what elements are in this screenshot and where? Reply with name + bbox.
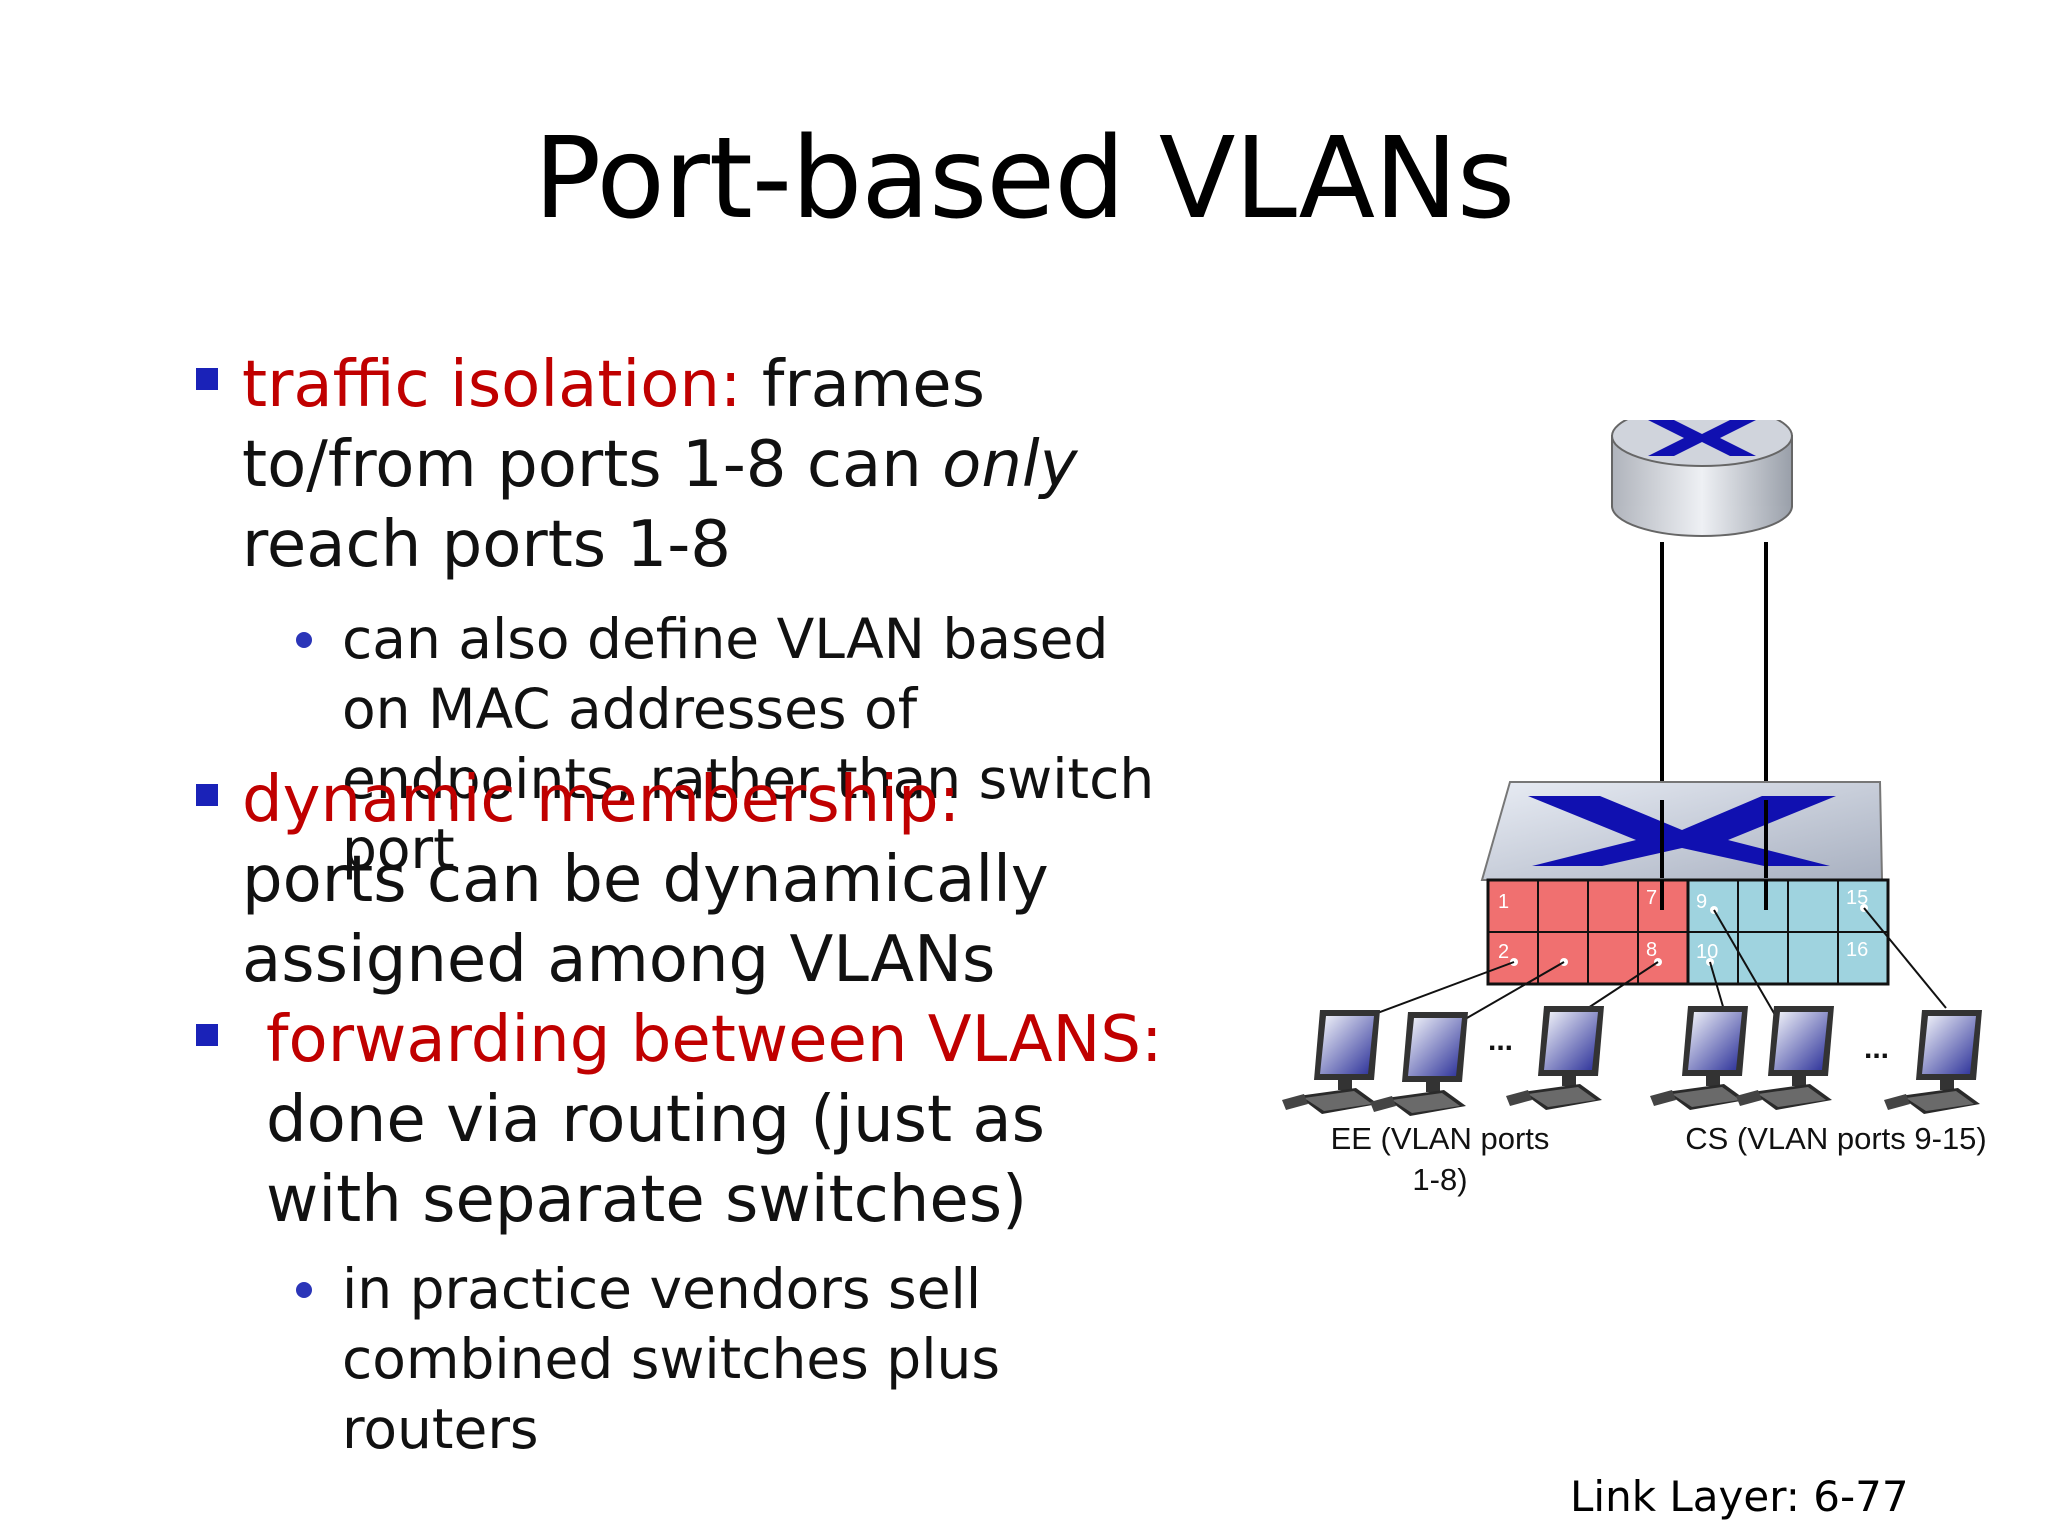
- bullet-1-sub-line-3: endpoints, rather than switch: [342, 747, 1155, 811]
- bullet-1-heading: traffic isolation:: [242, 348, 742, 422]
- port-label: 7: [1646, 887, 1657, 909]
- ee-vlan-label-line-2: 1-8): [1412, 1162, 1467, 1197]
- port-label: 10: [1696, 941, 1718, 963]
- bullet-1-line-2: to/from ports 1-8 can only: [242, 425, 1078, 505]
- bullet-3-sub-line-3: routers: [342, 1397, 539, 1461]
- computer-icon: [1650, 1006, 1748, 1110]
- host-link: [1363, 961, 1515, 1019]
- sub-bullet-dot-icon: [296, 632, 312, 648]
- bullet-3-heading: forwarding between VLANS:: [266, 1003, 1163, 1077]
- ellipsis-ee: ...: [1488, 1024, 1513, 1057]
- host-link: [1459, 961, 1565, 1023]
- ellipsis-cs: ...: [1864, 1032, 1889, 1065]
- port-label: 15: [1846, 887, 1868, 909]
- bullet-2-heading: dynamic membership:: [242, 763, 961, 837]
- host-link: [1713, 909, 1779, 1021]
- bullet-2-line-3: assigned among VLANs: [242, 923, 996, 997]
- bullet-2-line-2: ports can be dynamically: [242, 843, 1049, 917]
- computer-icon: [1282, 1010, 1380, 1114]
- bullet-3-line-2: done via routing (just as: [266, 1083, 1045, 1157]
- bullet-3-sub-line-2: combined switches plus: [342, 1327, 1001, 1391]
- sub-bullet-dot-icon: [296, 1282, 312, 1298]
- host-link: [1587, 961, 1659, 1009]
- bullet-1-sub-line-2: on MAC addresses of: [342, 677, 918, 741]
- slide-footer: Link Layer: 6-77: [1570, 1472, 1909, 1521]
- bullet-3-sub-line-1: in practice vendors sell: [342, 1257, 982, 1321]
- port-label: 1: [1498, 891, 1509, 913]
- host-link: [1709, 961, 1725, 1011]
- bullet-square-icon: [196, 1024, 218, 1046]
- bullet-1-sub-line-1: can also define VLAN based: [342, 607, 1109, 671]
- cs-vlan-label: CS (VLAN ports 9-15): [1685, 1121, 1987, 1156]
- bullet-3-line-3: with separate switches): [266, 1163, 1028, 1237]
- vlan-diagram: 1 2 7 8 9 10 15 16 ... ... EE (VLAN port…: [1282, 420, 1987, 1197]
- bullet-1-line-1: traffic isolation: frames: [242, 345, 985, 425]
- bullet-1-sub-line-4: port: [342, 817, 455, 881]
- computer-icon: [1884, 1010, 1982, 1114]
- router-icon: [1611, 420, 1793, 537]
- bullet-1-line-2-italic: only: [942, 428, 1078, 502]
- computer-icon: [1506, 1006, 1604, 1110]
- computer-icon: [1370, 1012, 1468, 1116]
- computer-icon: [1736, 1006, 1834, 1110]
- switch-icon: [1480, 781, 1890, 986]
- host-link: [1863, 907, 1947, 1009]
- ee-vlan-label-line-1: EE (VLAN ports: [1331, 1121, 1550, 1156]
- port-label: 9: [1696, 891, 1707, 913]
- port-label: 16: [1846, 939, 1868, 961]
- bullet-1-line-2-start: to/from ports 1-8 can: [242, 428, 943, 502]
- slide-title: Port-based VLANs: [533, 114, 1515, 244]
- bullet-square-icon: [196, 784, 218, 806]
- port-label: 2: [1498, 941, 1509, 963]
- bullet-1-line-3: reach ports 1-8: [242, 508, 731, 582]
- port-label: 8: [1646, 939, 1657, 961]
- bullet-1-line-1-rest: frames: [741, 348, 985, 422]
- bullet-square-icon: [196, 368, 218, 390]
